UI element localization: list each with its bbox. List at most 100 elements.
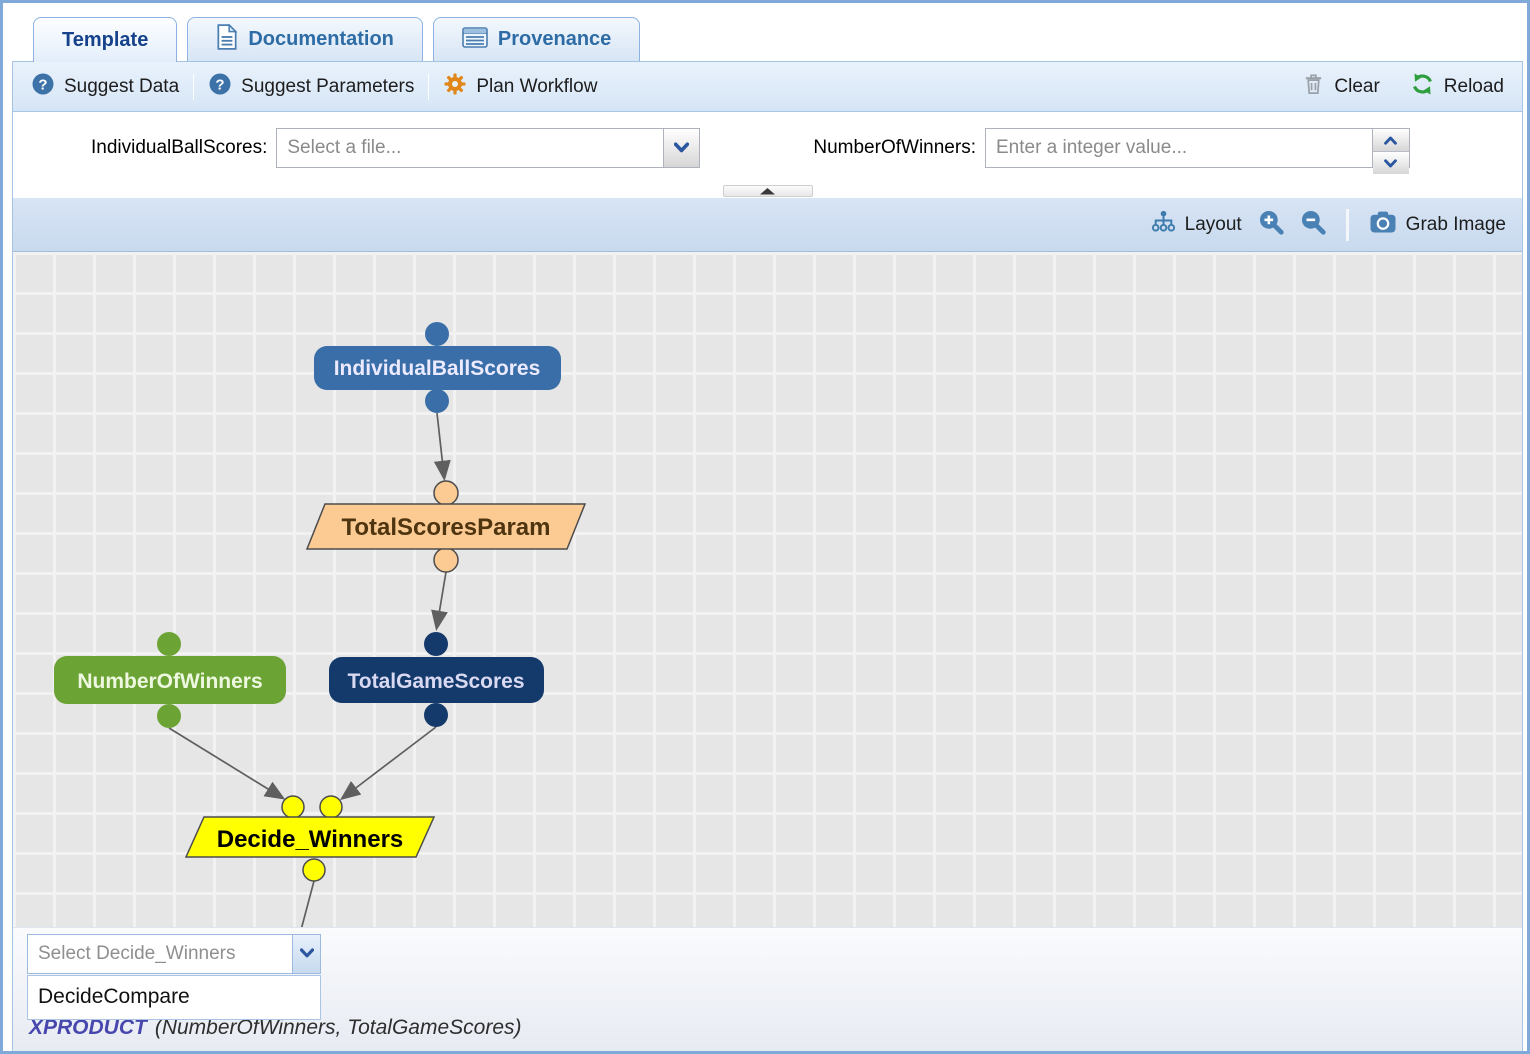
toolbar-separator (428, 73, 430, 100)
output-port (157, 704, 181, 728)
binding-inputs-row: IndividualBallScores: Select a file... N… (13, 112, 1522, 184)
reload-icon (1410, 72, 1435, 102)
main-toolbar: ? Suggest Data ? Suggest Parameters (13, 62, 1522, 112)
zoom-in-icon (1258, 209, 1284, 241)
workflow-canvas[interactable]: IndividualBallScores TotalScoresParam Nu… (13, 252, 1522, 927)
binding-rule-text: XPRODUCT (NumberOfWinners, TotalGameScore… (29, 1016, 522, 1040)
node-total-game-scores[interactable]: TotalGameScores (329, 632, 544, 727)
number-of-winners-value[interactable]: Enter a integer value... (995, 137, 1188, 158)
question-icon: ? (31, 72, 55, 102)
suggest-data-button[interactable]: ? Suggest Data (31, 72, 179, 102)
chevron-down-icon (1384, 152, 1398, 174)
decide-winners-combobox[interactable]: Select Decide_Winners (27, 934, 321, 974)
reload-button[interactable]: Reload (1410, 72, 1504, 102)
number-of-winners-label: NumberOfWinners: (813, 137, 976, 158)
question-icon: ? (208, 72, 232, 102)
tab-provenance-label: Provenance (497, 28, 612, 50)
edge-individualballscores-totalscoresparam (433, 412, 451, 482)
chevron-down-icon (299, 945, 314, 963)
output-port (433, 547, 459, 573)
svg-text:IndividualBallScores: IndividualBallScores (334, 357, 541, 380)
edge-decidewinners-output (300, 880, 315, 927)
collapse-handle[interactable] (722, 182, 813, 200)
tab-template-label: Template (62, 28, 149, 51)
svg-text:?: ? (38, 76, 47, 93)
tab-provenance[interactable]: Provenance (432, 17, 641, 61)
camera-icon (1369, 209, 1397, 240)
tab-bar: Template Documentation (3, 3, 1527, 62)
decide-winners-dropdown-list: DecideCompare (27, 975, 321, 1020)
plan-workflow-button[interactable]: Plan Workflow (443, 72, 597, 102)
input-port (281, 795, 305, 819)
reload-label: Reload (1443, 75, 1504, 97)
template-panel: ? Suggest Data ? Suggest Parameters (12, 61, 1523, 1051)
layout-button[interactable]: Layout (1151, 209, 1242, 240)
tab-documentation-label: Documentation (248, 28, 394, 50)
output-port (424, 703, 448, 727)
node-number-of-winners[interactable]: NumberOfWinners (54, 632, 286, 728)
collapse-up-icon (760, 182, 775, 200)
chevron-up-icon (1384, 129, 1398, 151)
edge-numberofwinners-decidewinners (168, 727, 286, 800)
number-of-winners-spinner (1371, 129, 1409, 174)
document-icon (216, 22, 238, 56)
input-port (157, 632, 181, 656)
decide-winners-dropdown-trigger[interactable] (292, 935, 320, 973)
suggest-parameters-label: Suggest Parameters (241, 75, 415, 97)
dropdown-option-decidecompare[interactable]: DecideCompare (38, 985, 190, 1008)
input-port (424, 632, 448, 656)
grab-image-label: Grab Image (1405, 213, 1506, 235)
rule-name: XPRODUCT (29, 1016, 147, 1039)
individual-ball-scores-group: IndividualBallScores: Select a file... (91, 128, 701, 168)
individual-ball-scores-combobox[interactable]: Select a file... (276, 128, 701, 168)
edge-totalgamescores-decidewinners (339, 726, 437, 801)
zoom-out-icon (1300, 209, 1326, 241)
number-of-winners-group: NumberOfWinners: Enter a integer value..… (813, 128, 1410, 174)
number-of-winners-field[interactable]: Enter a integer value... (984, 128, 1410, 174)
individual-ball-scores-value[interactable]: Select a file... (287, 137, 402, 158)
toolbar-separator (193, 73, 195, 100)
svg-text:TotalScoresParam: TotalScoresParam (342, 514, 551, 541)
zoom-out-button[interactable] (1300, 209, 1326, 241)
svg-text:TotalGameScores: TotalGameScores (347, 670, 524, 693)
canvas-toolbar-separator (1345, 208, 1349, 241)
gear-icon (443, 72, 467, 102)
input-port (433, 480, 459, 506)
output-port (425, 389, 449, 413)
tab-documentation[interactable]: Documentation (187, 17, 423, 61)
individual-ball-scores-dropdown-trigger[interactable] (663, 129, 700, 167)
edge-totalscoresparam-totalgamescores (431, 571, 448, 632)
spinner-down-button[interactable] (1372, 151, 1409, 174)
workflow-edges (168, 412, 451, 927)
output-port (302, 858, 326, 882)
layout-tree-icon (1151, 209, 1176, 240)
node-total-scores-param[interactable]: TotalScoresParam (305, 480, 587, 573)
spinner-up-button[interactable] (1372, 129, 1409, 151)
layout-label: Layout (1184, 213, 1242, 235)
input-port (319, 795, 343, 819)
toolbar-right-group: Clear Reload (1302, 72, 1504, 102)
svg-text:Decide_Winners: Decide_Winners (217, 826, 404, 853)
tab-template[interactable]: Template (33, 17, 178, 62)
suggest-data-label: Suggest Data (64, 75, 180, 97)
component-binding-footer: Select Decide_Winners DecideCompare XPRO… (13, 927, 1522, 1051)
svg-text:NumberOfWinners: NumberOfWinners (77, 670, 262, 693)
individual-ball-scores-label: IndividualBallScores: (91, 137, 268, 158)
list-icon (462, 25, 488, 55)
decide-winners-combobox-value[interactable]: Select Decide_Winners (38, 943, 236, 964)
node-decide-winners[interactable]: Decide_Winners (184, 795, 436, 882)
plan-workflow-label: Plan Workflow (476, 75, 598, 97)
grab-image-button[interactable]: Grab Image (1369, 209, 1506, 240)
rule-args: (NumberOfWinners, TotalGameScores) (154, 1016, 522, 1039)
clear-button[interactable]: Clear (1302, 72, 1380, 102)
trash-icon (1302, 72, 1325, 102)
canvas-toolbar: Layout (13, 198, 1522, 252)
suggest-parameters-button[interactable]: ? Suggest Parameters (208, 72, 414, 102)
zoom-in-button[interactable] (1258, 209, 1284, 241)
node-individual-ball-scores[interactable]: IndividualBallScores (314, 322, 561, 413)
svg-text:?: ? (216, 76, 225, 93)
clear-label: Clear (1334, 75, 1380, 97)
chevron-down-icon (674, 137, 690, 159)
input-port (425, 322, 449, 346)
